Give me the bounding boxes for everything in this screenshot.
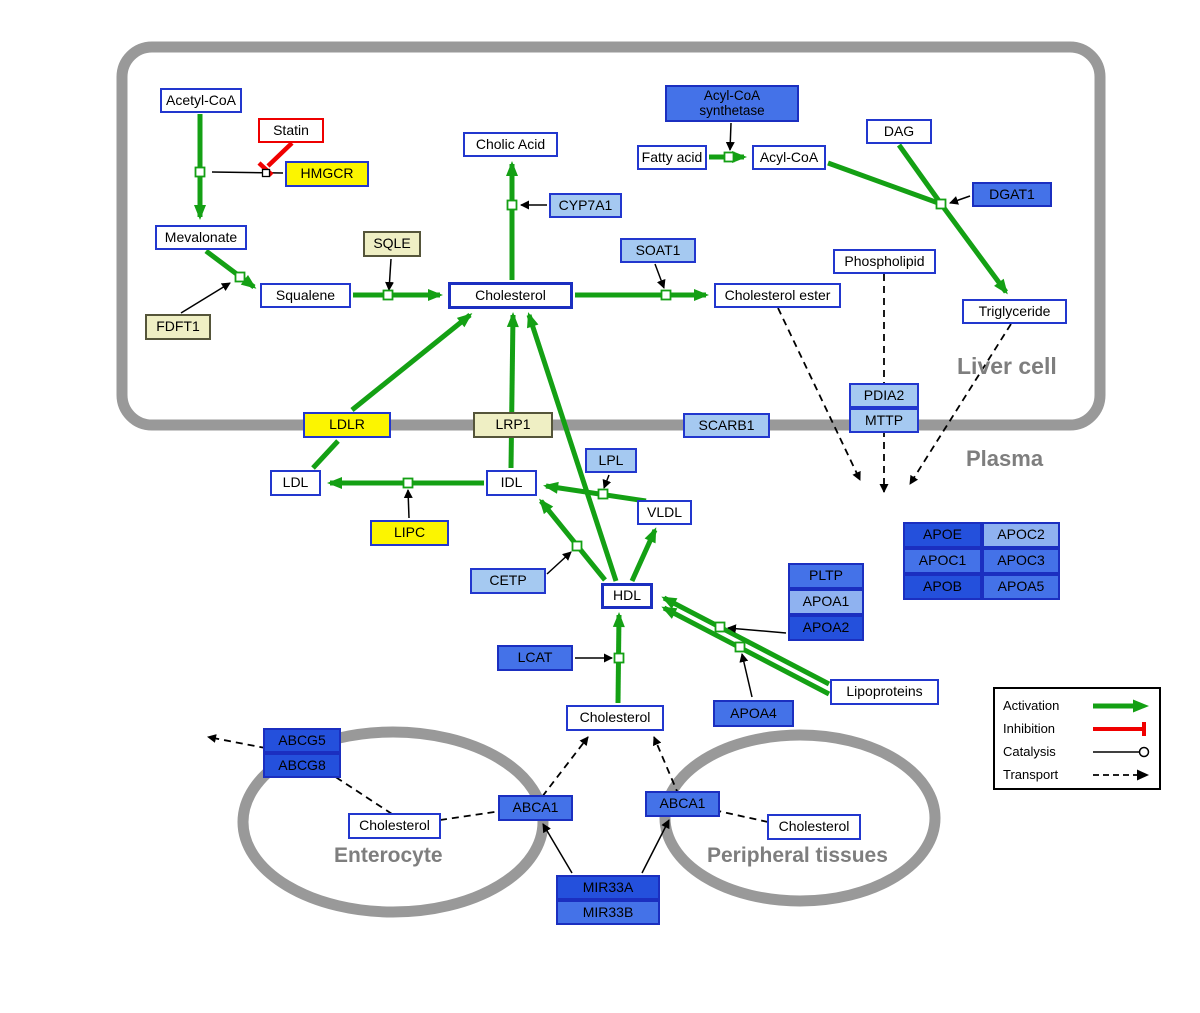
node-idl[interactable]: IDL [486, 470, 537, 496]
node-triglyceride[interactable]: Triglyceride [962, 299, 1067, 324]
node-cholic-acid[interactable]: Cholic Acid [463, 132, 558, 157]
node-squalene[interactable]: Squalene [260, 283, 351, 308]
node-cholesterol-peripheral[interactable]: Cholesterol [767, 814, 861, 840]
node-cholesterol-enterocyte[interactable]: Cholesterol [348, 813, 441, 839]
node-acyl-coa[interactable]: Acyl-CoA [752, 145, 826, 170]
node-apoa4[interactable]: APOA4 [713, 700, 794, 727]
node-dag[interactable]: DAG [866, 119, 932, 144]
node-abcg8[interactable]: ABCG8 [263, 753, 341, 778]
legend-row-transport: Transport [1003, 763, 1151, 786]
node-apoc3[interactable]: APOC3 [982, 548, 1060, 574]
node-abca1-peripheral[interactable]: ABCA1 [645, 791, 720, 817]
catalysis-node-hmgcr [261, 168, 271, 178]
legend-label-transport: Transport [1003, 767, 1059, 782]
node-acetyl-coa[interactable]: Acetyl-CoA [160, 88, 242, 113]
node-lipc[interactable]: LIPC [370, 520, 449, 546]
peripheral-tissues-label: Peripheral tissues [707, 844, 888, 867]
node-apoa2[interactable]: APOA2 [788, 615, 864, 641]
node-ldlr[interactable]: LDLR [303, 412, 391, 438]
node-mttp[interactable]: MTTP [849, 408, 919, 433]
node-sqle[interactable]: SQLE [363, 231, 421, 257]
transport-dashed-arrow-icon [1093, 769, 1149, 780]
legend-row-activation: Activation [1003, 694, 1151, 717]
node-mir33b[interactable]: MIR33B [556, 900, 660, 925]
node-cholesterol-liver[interactable]: Cholesterol [448, 282, 573, 309]
legend-label-inhibition: Inhibition [1003, 721, 1056, 736]
node-mevalonate[interactable]: Mevalonate [155, 225, 247, 250]
node-hdl[interactable]: HDL [601, 583, 653, 609]
node-apoe[interactable]: APOE [903, 522, 982, 548]
node-mir33a[interactable]: MIR33A [556, 875, 660, 900]
legend-row-inhibition: Inhibition [1003, 717, 1151, 740]
node-abcg5[interactable]: ABCG5 [263, 728, 341, 753]
node-lipoproteins[interactable]: Lipoproteins [830, 679, 939, 705]
node-pdia2[interactable]: PDIA2 [849, 383, 919, 408]
node-cyp7a1[interactable]: CYP7A1 [549, 193, 622, 218]
node-soat1[interactable]: SOAT1 [620, 238, 696, 263]
node-ldl[interactable]: LDL [270, 470, 321, 496]
node-fdft1[interactable]: FDFT1 [145, 314, 211, 340]
legend: Activation Inhibition Catalysis Transpor… [993, 687, 1161, 790]
legend-label-catalysis: Catalysis [1003, 744, 1056, 759]
node-fatty-acid[interactable]: Fatty acid [637, 145, 707, 170]
node-apoa5[interactable]: APOA5 [982, 574, 1060, 600]
liver-cell-label: Liver cell [957, 353, 1057, 379]
activation-arrow-icon [1093, 699, 1149, 712]
node-cetp[interactable]: CETP [470, 568, 546, 594]
node-cholesterol-ester[interactable]: Cholesterol ester [714, 283, 841, 308]
legend-label-activation: Activation [1003, 698, 1060, 713]
node-statin[interactable]: Statin [258, 118, 324, 143]
node-apoc2[interactable]: APOC2 [982, 522, 1060, 548]
node-phospholipid[interactable]: Phospholipid [833, 249, 936, 274]
reaction-nodes [194, 151, 947, 664]
node-pltp[interactable]: PLTP [788, 563, 864, 589]
node-lcat[interactable]: LCAT [497, 645, 573, 671]
activation-edges [194, 114, 1009, 704]
peripheral-tissues-membrane [659, 729, 941, 907]
enterocyte-membrane [237, 726, 549, 918]
node-apoa1[interactable]: APOA1 [788, 589, 864, 615]
node-abca1-enterocyte[interactable]: ABCA1 [498, 795, 573, 821]
enterocyte-label: Enterocyte [334, 844, 443, 867]
node-vldl[interactable]: VLDL [637, 500, 692, 525]
node-lpl[interactable]: LPL [585, 448, 637, 473]
node-acyl-coa-synthetase[interactable]: Acyl-CoA synthetase [665, 85, 799, 122]
plasma-label: Plasma [966, 446, 1044, 471]
node-apoc1[interactable]: APOC1 [903, 548, 982, 574]
catalysis-circle-icon [1093, 746, 1150, 757]
node-apob[interactable]: APOB [903, 574, 982, 600]
inhibition-tbar-icon [1093, 721, 1146, 736]
liver-cell-membrane [116, 41, 1106, 431]
node-cholesterol-plasma[interactable]: Cholesterol [566, 705, 664, 731]
node-dgat1[interactable]: DGAT1 [972, 182, 1052, 207]
legend-row-catalysis: Catalysis [1003, 740, 1151, 763]
node-hmgcr[interactable]: HMGCR [285, 161, 369, 187]
node-scarb1[interactable]: SCARB1 [683, 413, 770, 438]
node-lrp1[interactable]: LRP1 [473, 412, 553, 438]
